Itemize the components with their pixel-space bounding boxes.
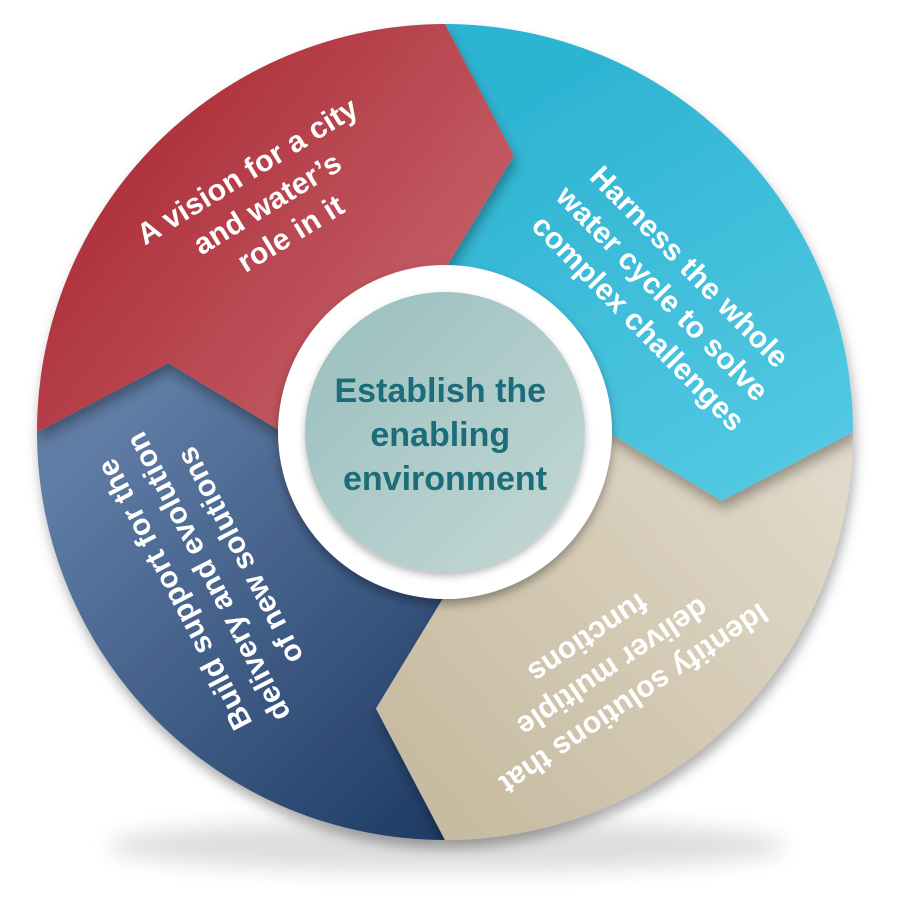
label-line: enabling	[370, 416, 510, 454]
segment-build-arrow	[37, 363, 445, 840]
label-line: Establish the	[334, 372, 546, 410]
label-line: environment	[343, 460, 547, 498]
segment-vision-arrow	[37, 24, 514, 432]
center-circle	[305, 292, 585, 572]
wheel-ground-shadow	[107, 820, 787, 872]
segment-harness-arrow	[445, 24, 853, 501]
wheel	[37, 24, 853, 840]
segment-identify-arrow	[376, 432, 853, 840]
center-label: Establish the enabling environment	[334, 372, 555, 498]
center-label-group: Establish the enabling environment	[334, 372, 555, 498]
